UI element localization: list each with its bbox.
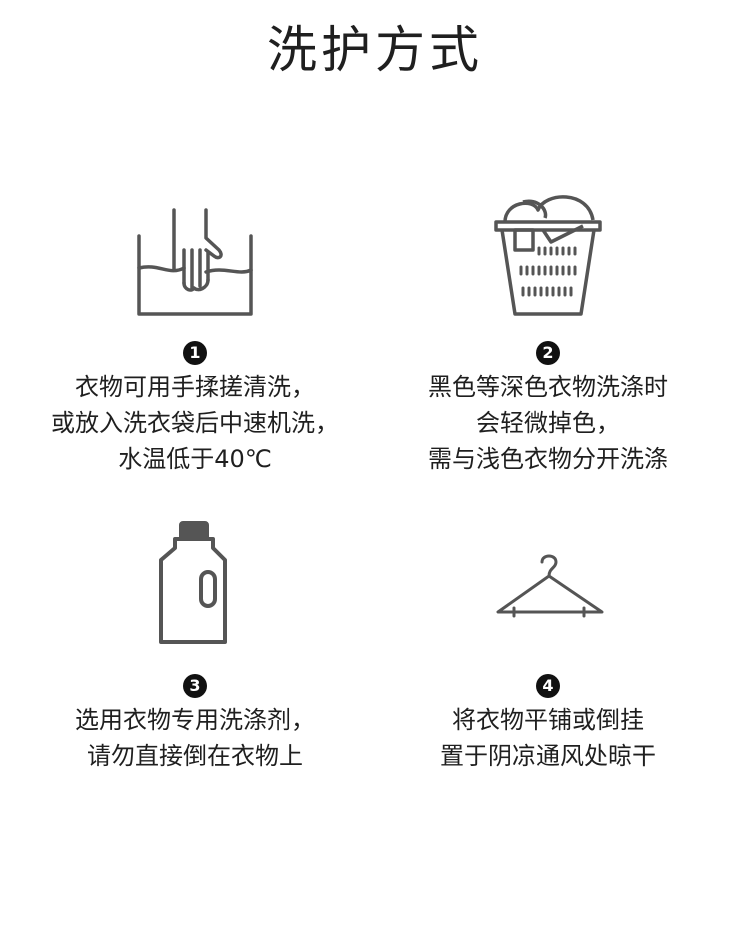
step-text-line: 水温低于40℃ bbox=[118, 445, 272, 473]
hanger-icon bbox=[494, 552, 606, 622]
step-number-badge: 2 bbox=[536, 341, 560, 365]
hand-wash-icon bbox=[134, 208, 256, 318]
step-text-line: 黑色等深色衣物洗涤时 bbox=[428, 373, 668, 401]
step-text-line: 或放入洗衣袋后中速机洗， bbox=[51, 409, 339, 437]
step-text-line: 将衣物平铺或倒挂 bbox=[452, 706, 644, 734]
step-1: 1 衣物可用手揉搓清洗， 或放入洗衣袋后中速机洗， 水温低于40℃ bbox=[15, 341, 375, 477]
step-number-badge: 4 bbox=[536, 674, 560, 698]
step-text-line: 需与浅色衣物分开洗涤 bbox=[428, 445, 668, 473]
step-4: 4 将衣物平铺或倒挂 置于阴凉通风处晾干 bbox=[368, 674, 728, 774]
step-text-line: 会轻微掉色， bbox=[476, 409, 620, 437]
step-text-line: 选用衣物专用洗涤剂， bbox=[75, 706, 315, 734]
page-title: 洗护方式 bbox=[267, 21, 483, 79]
step-number-badge: 1 bbox=[183, 341, 207, 365]
step-text-line: 请勿直接倒在衣物上 bbox=[87, 742, 303, 770]
step-2: 2 黑色等深色衣物洗涤时 会轻微掉色， 需与浅色衣物分开洗涤 bbox=[368, 341, 728, 477]
step-3: 3 选用衣物专用洗涤剂， 请勿直接倒在衣物上 bbox=[15, 674, 375, 774]
step-text-line: 置于阴凉通风处晾干 bbox=[440, 742, 656, 770]
laundry-basket-icon bbox=[493, 190, 603, 318]
step-number-badge: 3 bbox=[183, 674, 207, 698]
step-text-line: 衣物可用手揉搓清洗， bbox=[75, 373, 315, 401]
detergent-bottle-icon bbox=[155, 520, 233, 648]
